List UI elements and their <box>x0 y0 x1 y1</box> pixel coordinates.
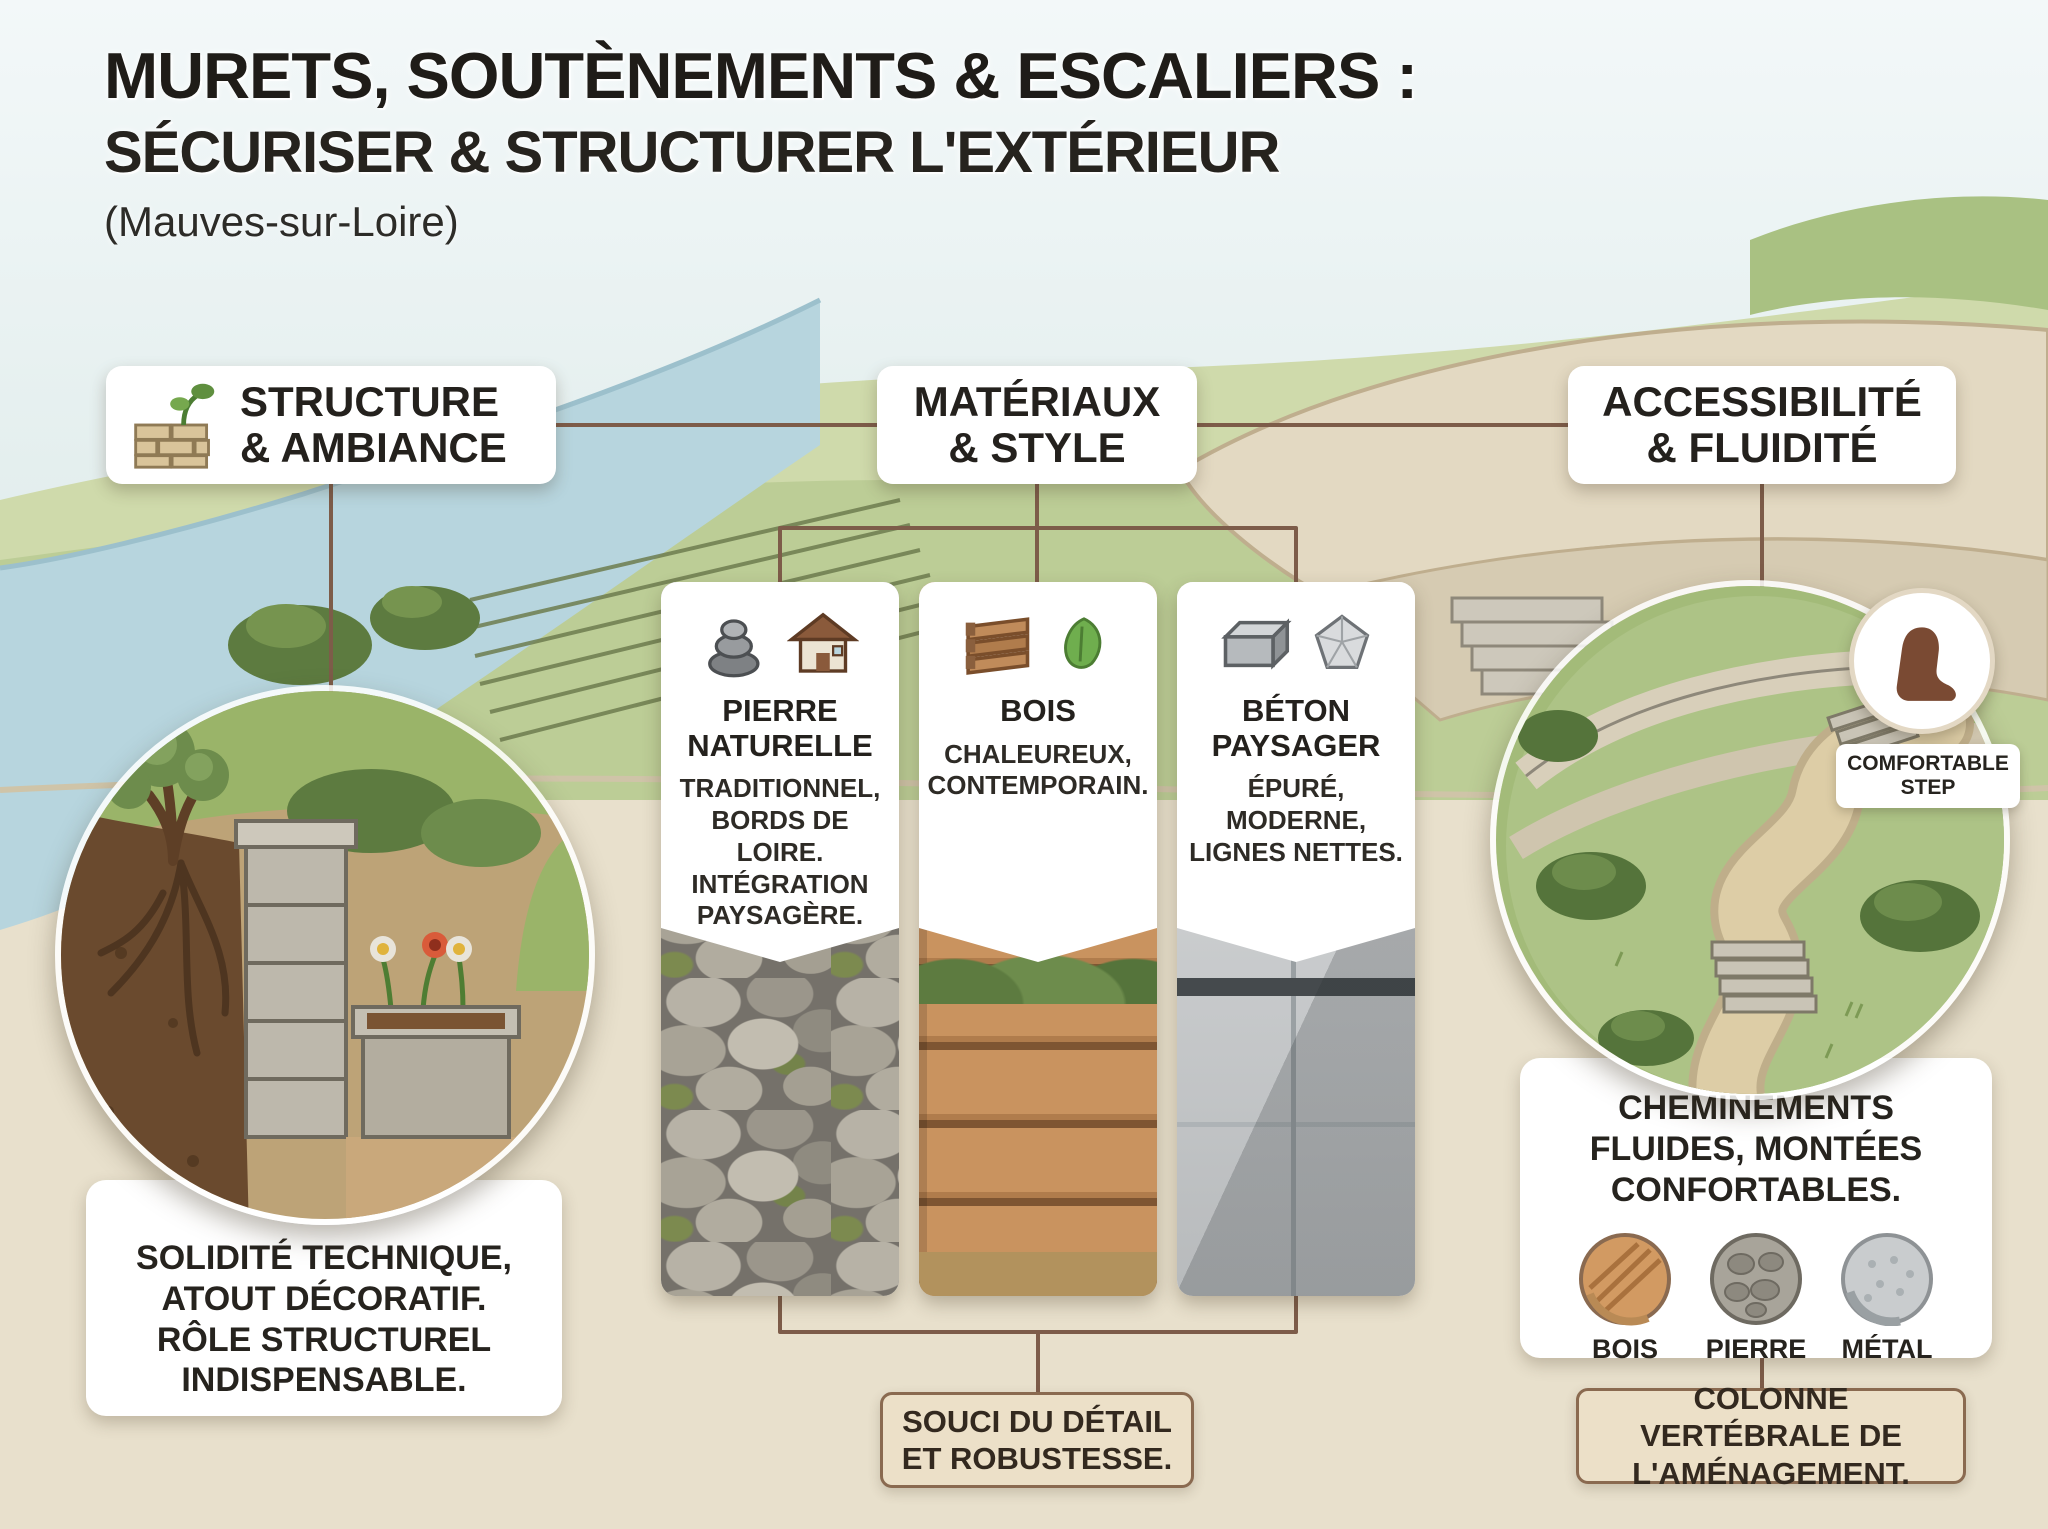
material-card-pierre-desc: TRADITIONNEL, BORDS DE LOIRE. INTÉGRATIO… <box>679 773 881 931</box>
page-subtitle: SÉCURISER & STRUCTURER L'EXTÉRIEUR <box>104 120 1280 185</box>
material-card-bois-desc: CHALEUREUX, CONTEMPORAIN. <box>927 738 1149 801</box>
title-block: MURETS, SOUTÈNEMENTS & ESCALIERS : SÉCUR… <box>104 38 1418 246</box>
branch-materials-label: MATÉRIAUX & STYLE <box>913 377 1161 471</box>
material-card-beton: BÉTON PAYSAGER ÉPURÉ, MODERNE, LIGNES NE… <box>1177 582 1415 1296</box>
material-card-beton-title: BÉTON PAYSAGER <box>1211 693 1381 763</box>
materials-footer-text: SOUCI DU DÉTAIL ET ROBUSTESSE. <box>901 1403 1173 1476</box>
swatch-pierre: PIERRE <box>1693 1232 1819 1365</box>
access-footer-text: COLONNE VERTÉBRALE DE L'AMÉNAGEMENT. <box>1632 1381 1910 1491</box>
branch-access-box: ACCESSIBILITÉ & FLUIDITÉ <box>1568 366 1956 484</box>
material-card-pierre: PIERRE NATURELLE TRADITIONNEL, BORDS DE … <box>661 582 899 1296</box>
material-card-bois: BOIS CHALEUREUX, CONTEMPORAIN. <box>919 582 1157 1296</box>
comfortable-step-badge <box>1849 588 1995 734</box>
material-card-bois-title: BOIS <box>1000 693 1076 728</box>
material-card-bois-top: BOIS CHALEUREUX, CONTEMPORAIN. <box>919 582 1157 962</box>
concrete-block-icon <box>1221 618 1292 670</box>
stones-icon <box>708 619 760 678</box>
stone-swatch-icon <box>1710 1233 1802 1326</box>
branch-materials-box: MATÉRIAUX & STYLE <box>877 366 1197 484</box>
branch-materials-line1: MATÉRIAUX <box>913 377 1161 425</box>
branch-structure-line2: & AMBIANCE <box>240 424 507 471</box>
branch-access-line1: ACCESSIBILITÉ <box>1602 377 1922 425</box>
branch-structure-line1: STRUCTURE <box>240 377 499 425</box>
material-card-beton-icons <box>1216 602 1376 686</box>
branch-structure-label: STRUCTURE & AMBIANCE <box>240 377 507 471</box>
swatch-bois: BOIS <box>1562 1232 1688 1365</box>
access-caption-card: CHEMINEMENTS FLUIDES, MONTÉES CONFORTABL… <box>1520 1058 1992 1364</box>
access-caption-text: CHEMINEMENTS FLUIDES, MONTÉES CONFORTABL… <box>1589 1089 1923 1209</box>
access-footer-box: COLONNE VERTÉBRALE DE L'AMÉNAGEMENT. <box>1576 1381 1966 1491</box>
badge-label: COMFORTABLE STEP <box>1836 744 2020 809</box>
material-card-pierre-icons <box>701 602 859 686</box>
material-swatch-row: BOIS PIERRE <box>1548 1232 1964 1365</box>
wood-swatch-icon <box>1579 1233 1671 1326</box>
branch-access-line2: & FLUIDITÉ <box>1646 424 1878 471</box>
swatch-bois-label: BOIS <box>1591 1334 1658 1365</box>
polyhedron-icon <box>1314 614 1370 669</box>
swatch-metal-label: MÉTAL <box>1841 1334 1933 1365</box>
material-card-pierre-title: PIERRE NATURELLE <box>687 693 873 763</box>
foot-icon <box>1896 627 1956 701</box>
structure-illustration-circle <box>55 685 595 1225</box>
timber-icon <box>965 617 1030 675</box>
structure-caption-text: SOLIDITÉ TECHNIQUE, ATOUT DÉCORATIF. RÔL… <box>136 1239 512 1400</box>
branch-access-label: ACCESSIBILITÉ & FLUIDITÉ <box>1602 377 1922 471</box>
material-card-pierre-top: PIERRE NATURELLE TRADITIONNEL, BORDS DE … <box>661 582 899 962</box>
location-label: (Mauves-sur-Loire) <box>104 198 459 245</box>
swatch-metal: MÉTAL <box>1824 1232 1950 1365</box>
swatch-pierre-label: PIERRE <box>1705 1334 1807 1365</box>
retaining-wall-cross-section <box>61 691 589 1219</box>
branch-structure-box: STRUCTURE & AMBIANCE <box>106 366 556 484</box>
material-card-beton-top: BÉTON PAYSAGER ÉPURÉ, MODERNE, LIGNES NE… <box>1177 582 1415 962</box>
brick-wall-plant-icon <box>134 383 215 469</box>
materials-footer-box: SOUCI DU DÉTAIL ET ROBUSTESSE. <box>880 1392 1194 1488</box>
structure-caption-card: SOLIDITÉ TECHNIQUE, ATOUT DÉCORATIF. RÔL… <box>86 1180 562 1416</box>
page-title: MURETS, SOUTÈNEMENTS & ESCALIERS : <box>104 39 1418 112</box>
material-card-beton-desc: ÉPURÉ, MODERNE, LIGNES NETTES. <box>1189 773 1403 867</box>
material-card-bois-icons <box>961 602 1115 686</box>
house-icon <box>787 612 859 673</box>
metal-swatch-icon <box>1841 1233 1933 1327</box>
branch-materials-line2: & STYLE <box>948 424 1126 471</box>
leaf-icon <box>1064 617 1102 669</box>
